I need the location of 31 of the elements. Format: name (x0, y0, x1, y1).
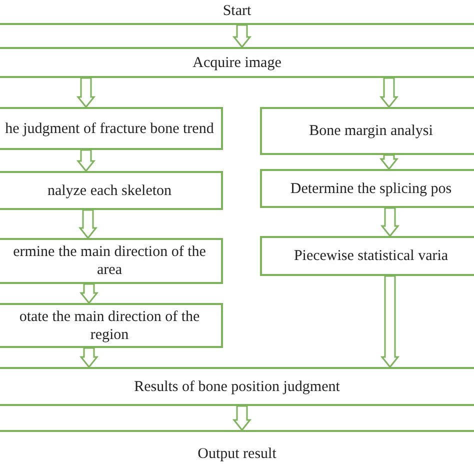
hollow-arrow (78, 209, 98, 240)
process-box (260, 169, 474, 208)
box-label: otate the main direction of the region (18, 308, 201, 344)
process-box (0, 303, 223, 348)
hollow-arrow (232, 405, 252, 432)
hollow-arrow (79, 283, 99, 304)
hollow-arrow (79, 347, 99, 368)
box-label: Determine the splicing pos (290, 180, 452, 198)
process-box (0, 47, 474, 78)
box-label: Acquire image (192, 54, 282, 72)
box-label: Output result (198, 445, 276, 463)
process-box (260, 236, 474, 276)
hollow-arrow (232, 24, 252, 48)
box-label: he judgment of fracture bone trend (5, 120, 214, 138)
box-label: nalyze each skeleton (47, 182, 172, 200)
hollow-arrow (380, 207, 400, 238)
hollow-arrow (379, 154, 399, 170)
box-label: Results of bone position judgment (134, 378, 340, 396)
hollow-arrow (76, 149, 96, 172)
box-label: Start (222, 2, 252, 20)
box-label: Bone margin analysi (309, 122, 433, 140)
hollow-arrow (76, 77, 96, 108)
box-label: ermine the main direction of the area (12, 243, 207, 279)
process-box (0, 238, 223, 284)
hollow-arrow (380, 275, 400, 368)
process-box (0, 107, 223, 150)
process-box (0, 171, 223, 210)
process-box (260, 107, 474, 155)
hollow-arrow (379, 77, 399, 108)
process-box (0, 367, 474, 406)
box-label: Piecewise statistical varia (294, 247, 448, 265)
